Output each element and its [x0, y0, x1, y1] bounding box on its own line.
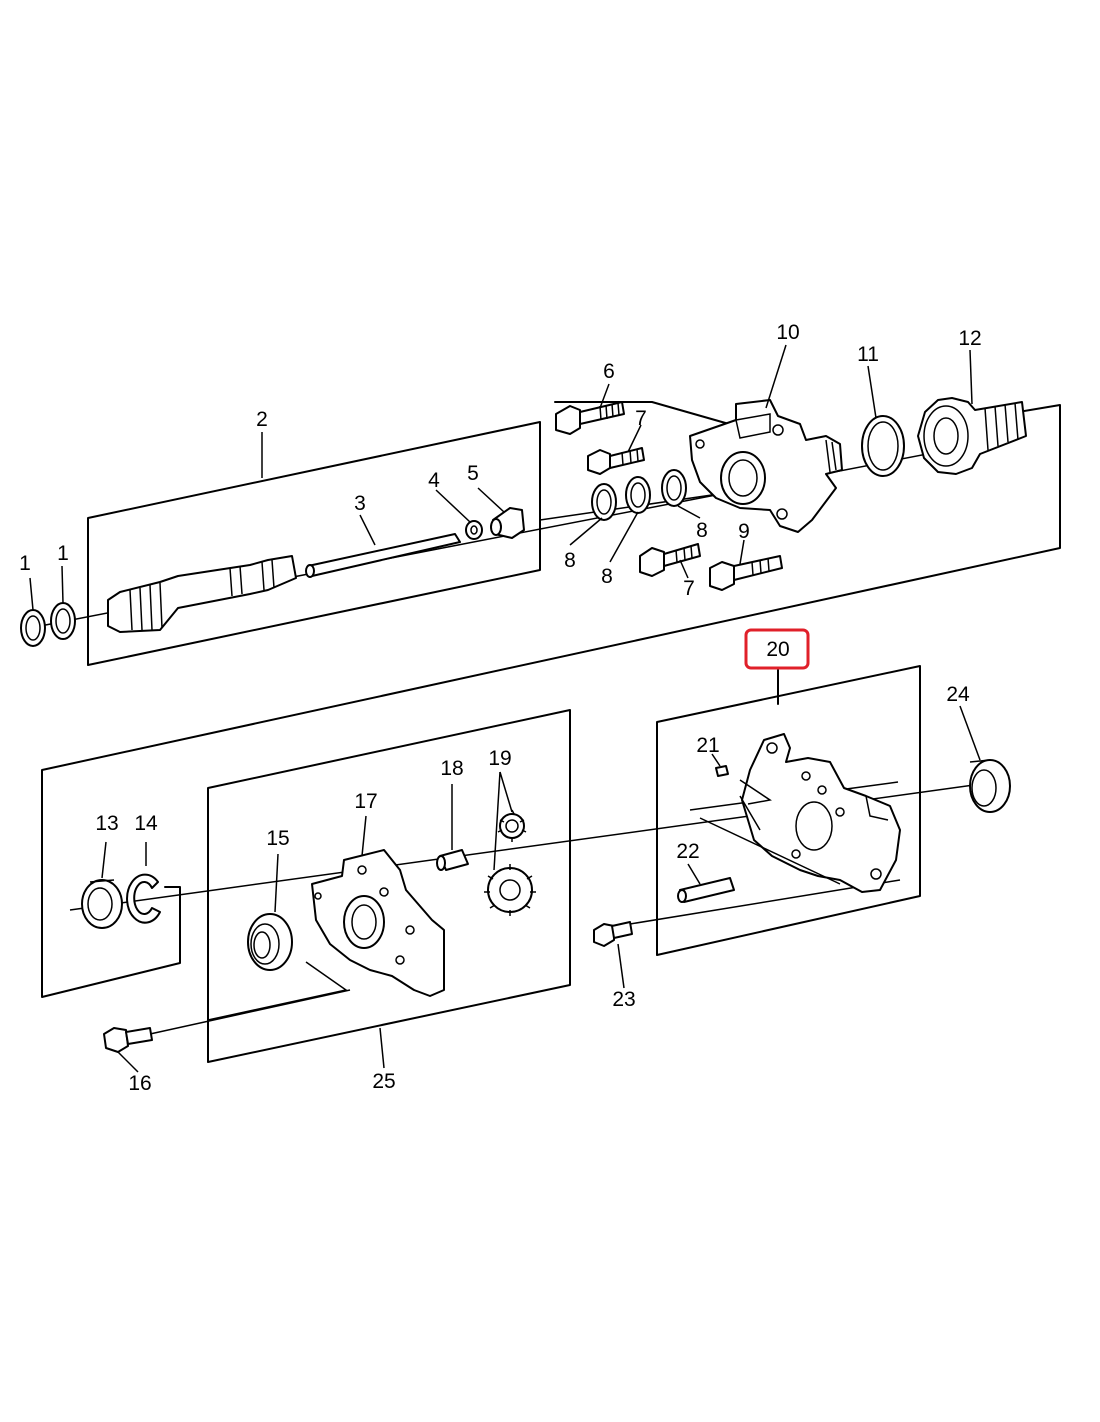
oil-seal-24: [969, 759, 1011, 813]
bolt-16-axis: [149, 989, 351, 1035]
callout-20-highlight: [744, 628, 810, 670]
callout-9: 9: [738, 520, 750, 543]
dowel-21: [715, 765, 729, 777]
bolt-6: [555, 401, 625, 435]
o-ring-8a: [591, 483, 617, 521]
callout-5: 5: [467, 462, 479, 485]
callout-13: 13: [95, 812, 118, 835]
callout-10: 10: [776, 321, 799, 344]
callout-24: 24: [946, 683, 970, 706]
callout-11: 11: [857, 343, 879, 366]
callout-8a: 8: [564, 549, 576, 572]
plug-5: [490, 507, 525, 539]
group-box-20: [656, 665, 921, 956]
callout-20: 20: [766, 638, 789, 661]
oil-seal-15: [247, 913, 293, 971]
callout-4: 4: [428, 469, 440, 492]
callout-17: 17: [354, 790, 377, 813]
o-ring-8b: [625, 476, 651, 514]
callout-22: 22: [676, 840, 699, 863]
callout-7b: 7: [683, 577, 695, 600]
gear-19-small: [497, 809, 527, 842]
washer-4: [465, 520, 483, 540]
leader-lines-lower: [101, 705, 981, 1073]
shaft-2: [107, 555, 297, 633]
gear-19-large: [484, 864, 536, 916]
callout-14: 14: [134, 812, 158, 835]
callout-19: 19: [488, 747, 511, 770]
pump-housing-10: [689, 399, 843, 533]
bolt-7b: [639, 543, 701, 577]
bushing-13: [81, 879, 123, 929]
assembly-lines-lower: [207, 795, 841, 1021]
group-box-25-outer: [207, 709, 571, 1063]
callout-8b: 8: [601, 565, 613, 588]
callout-3: 3: [354, 492, 366, 515]
pump-body-17: [311, 849, 445, 997]
callout-2: 2: [256, 408, 268, 431]
callout-1b: 1: [57, 542, 69, 565]
seal-ring-11: [861, 415, 905, 477]
gear-sleeve-12: [917, 397, 1027, 475]
snap-ring-1a: [20, 609, 46, 647]
callout-7a: 7: [635, 407, 647, 430]
callout-1a: 1: [19, 552, 31, 575]
callout-23: 23: [612, 988, 635, 1011]
bolt-7a: [587, 447, 645, 475]
callout-15: 15: [266, 827, 289, 850]
bolt-9: [709, 555, 783, 591]
callout-25: 25: [372, 1070, 395, 1093]
callout-8c: 8: [696, 519, 708, 542]
pump-cover-20: [739, 733, 901, 893]
upper-assembly-frame-right: [41, 404, 1061, 998]
o-ring-8c: [661, 469, 687, 507]
callout-12: 12: [958, 327, 981, 350]
pin-18: [436, 849, 469, 871]
leader-lines-upper: [29, 344, 973, 611]
upper-assembly-frame: [554, 401, 758, 433]
bolt-16: [103, 1027, 153, 1053]
snap-ring-14: [126, 873, 161, 924]
snap-ring-1b: [50, 602, 76, 640]
rod-3: [305, 533, 461, 578]
callout-18: 18: [440, 757, 463, 780]
callout-21: 21: [696, 734, 719, 757]
callout-6: 6: [603, 360, 615, 383]
pin-22: [677, 877, 735, 903]
bolt-23: [593, 921, 633, 947]
callout-16: 16: [128, 1072, 151, 1095]
